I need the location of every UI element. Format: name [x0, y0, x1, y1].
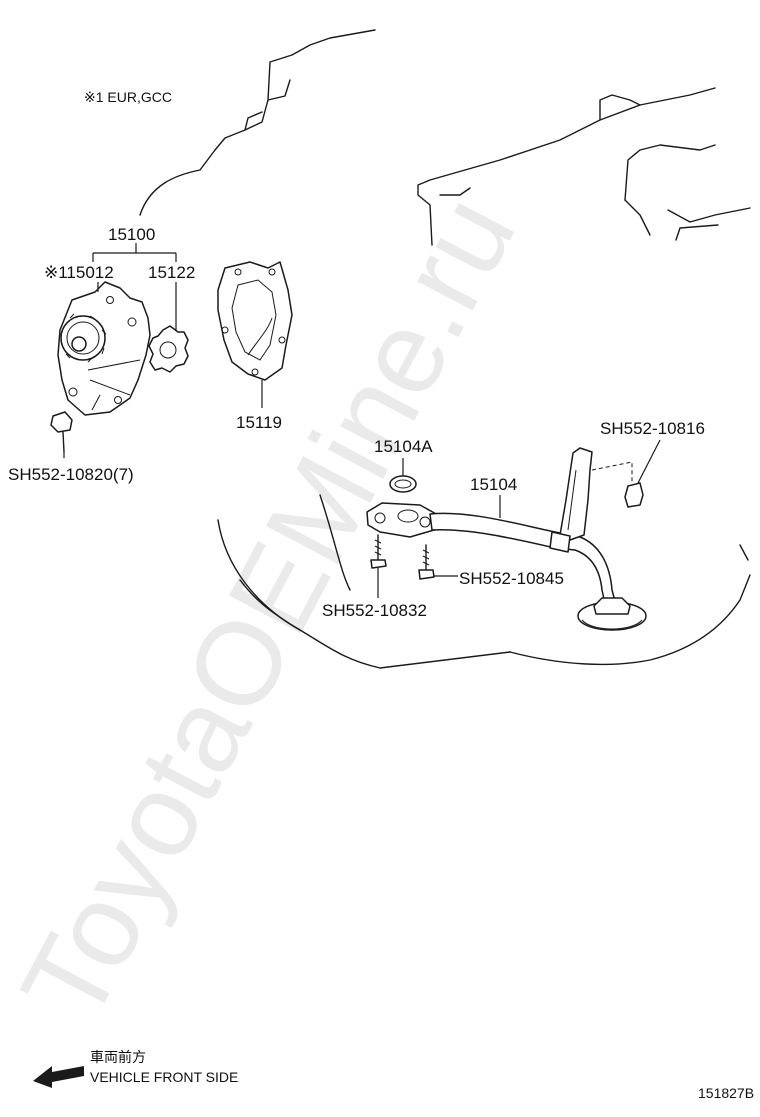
bracket-bolt [591, 439, 661, 508]
engine-block-outline [139, 29, 751, 246]
label-sh552-10816: SH552-10816 [600, 419, 705, 438]
label-15012: ※115012 [44, 263, 114, 282]
label-15104: 15104 [470, 475, 517, 494]
label-sh552-10820: SH552-10820(7) [8, 465, 134, 484]
strainer-bolt-b [370, 534, 387, 598]
oil-pan-outline [217, 494, 751, 669]
label-15104a: 15104A [374, 437, 433, 456]
oil-pump-body [57, 281, 151, 416]
label-15119: 15119 [236, 413, 282, 432]
direction-label-en: VEHICLE FRONT SIDE [90, 1069, 238, 1085]
rotor-gear [148, 325, 189, 373]
oil-strainer [366, 447, 647, 631]
vehicle-front-arrow-icon [33, 1066, 84, 1088]
label-15100: 15100 [108, 225, 155, 244]
strainer-bolt-a [418, 544, 458, 580]
pump-leaders [92, 243, 501, 518]
gasket [217, 261, 293, 381]
label-sh552-10832: SH552-10832 [322, 601, 427, 620]
diagram-id: 151827B [698, 1085, 754, 1101]
pump-bolt [50, 411, 73, 458]
direction-label-jp: 車両前方 [90, 1049, 146, 1065]
label-15122: 15122 [148, 263, 195, 282]
note-eur-gcc: ※1 EUR,GCC [84, 89, 172, 105]
label-sh552-10845: SH552-10845 [459, 569, 564, 588]
o-ring [389, 475, 417, 493]
